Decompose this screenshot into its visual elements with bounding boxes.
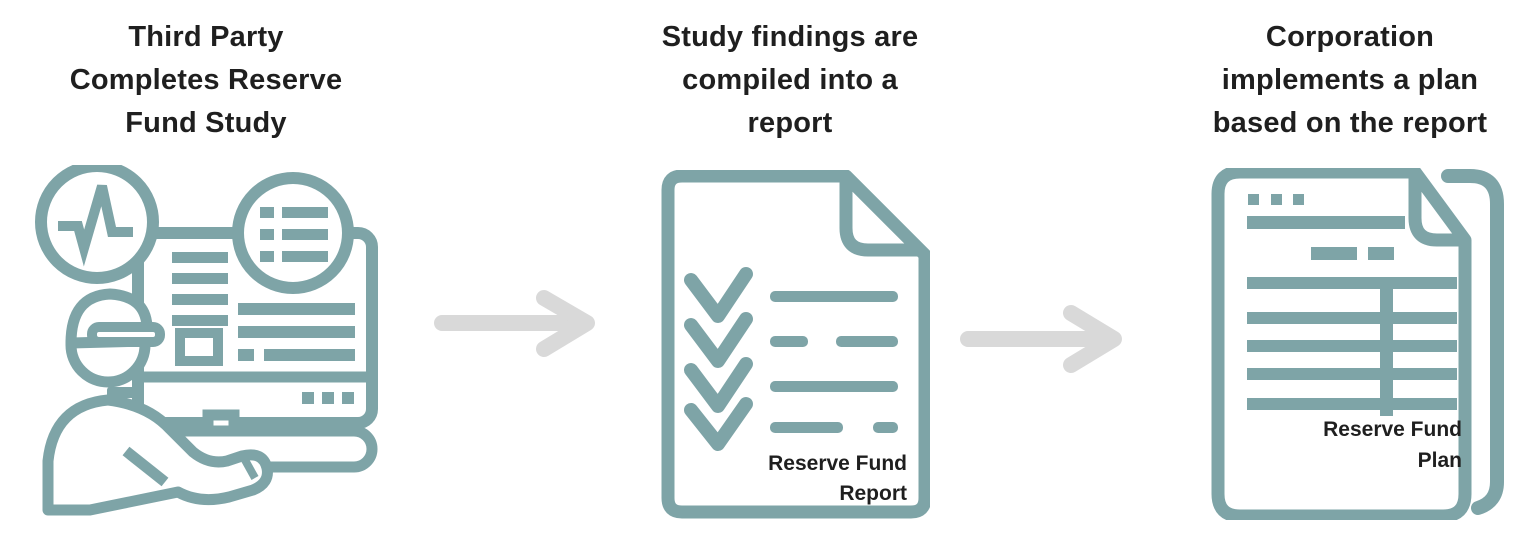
heading-line: based on the report: [1212, 107, 1488, 139]
analyst-at-computer-icon: [30, 160, 410, 547]
document-label-line: Reserve Fund: [768, 452, 907, 475]
plan-document-icon: Reserve Fund Plan: [1210, 165, 1510, 523]
step3-heading: Corporation implements a plan based on t…: [1170, 16, 1530, 145]
document-label-line: Reserve Fund: [1323, 418, 1462, 441]
pulse-line-icon: [58, 184, 133, 267]
plan-document-label: Reserve Fund Plan: [1262, 414, 1462, 476]
arrow-step2-to-step3: [958, 300, 1128, 383]
report-document-label: Reserve Fund Report: [707, 449, 907, 509]
text-lines: [770, 291, 898, 433]
report-document-icon: Reserve Fund Report: [660, 169, 932, 520]
heading-line: Third Party: [128, 21, 284, 53]
arrow-step1-to-step2: [430, 285, 600, 366]
heading-line: Study findings are: [661, 21, 919, 53]
step2-heading: Study findings are compiled into a repor…: [610, 16, 970, 145]
list-icon: [260, 207, 328, 262]
heading-line: report: [747, 107, 833, 139]
heading-line: implements a plan: [1221, 64, 1479, 96]
folded-corner: [1408, 174, 1463, 247]
step1-heading: Third Party Completes Reserve Fund Study: [26, 16, 386, 145]
document-label-line: Plan: [1417, 449, 1462, 472]
table-grid: [1247, 277, 1457, 416]
back-page: [1441, 169, 1504, 515]
folded-corner: [839, 178, 922, 257]
heading-line: compiled into a: [682, 64, 898, 96]
heading-line: Completes Reserve: [69, 64, 343, 96]
document-label-line: Report: [839, 482, 907, 505]
heading-line: Corporation: [1265, 21, 1435, 53]
heading-line: Fund Study: [125, 107, 287, 139]
page-content: [1247, 194, 1457, 416]
checkmark-icon: [684, 267, 753, 451]
